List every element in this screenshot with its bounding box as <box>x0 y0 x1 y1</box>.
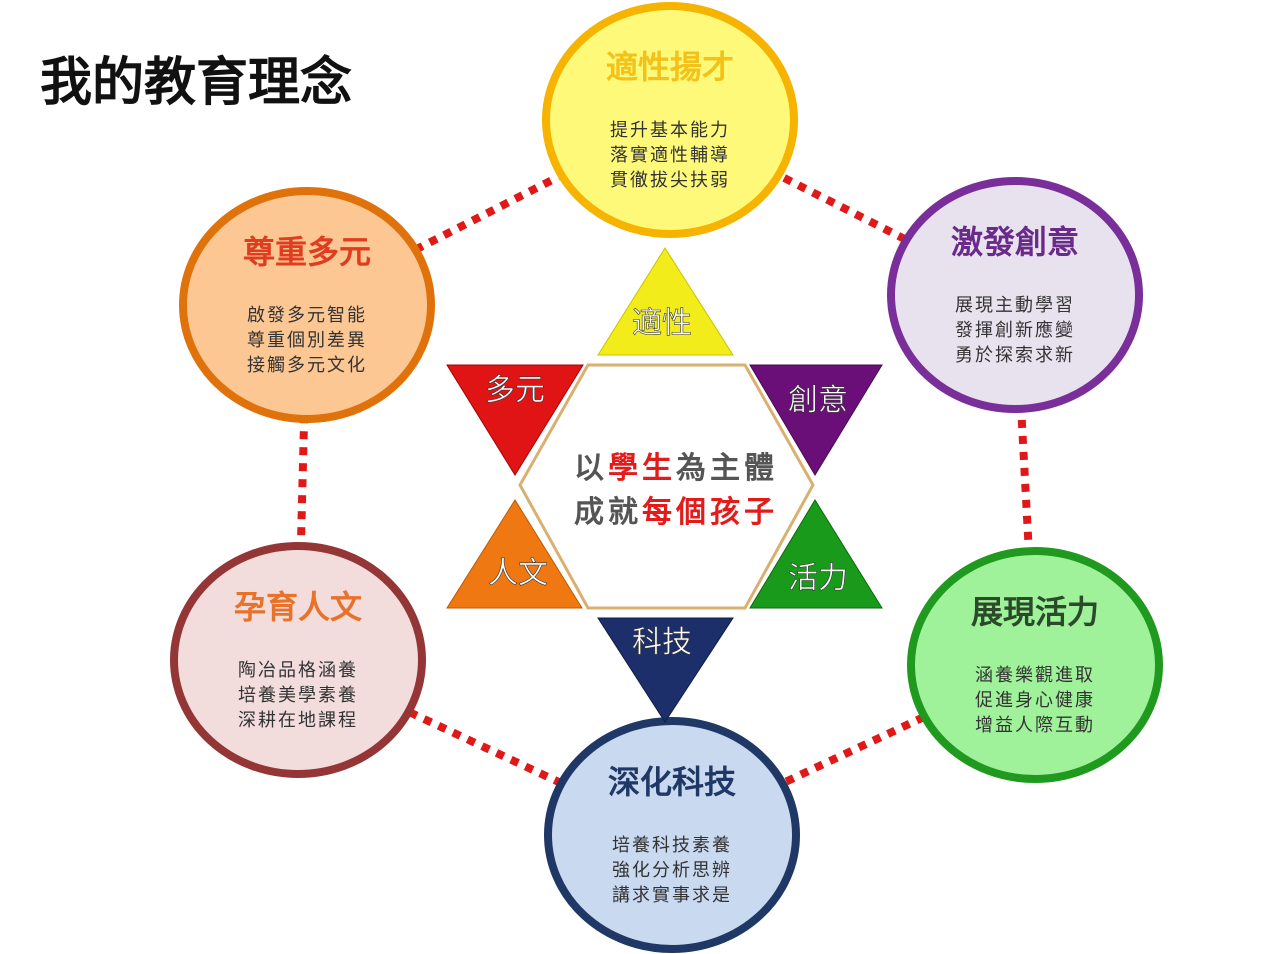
triangle-bottom <box>597 617 734 723</box>
circle-line: 勇於探索求新 <box>955 345 1075 366</box>
label-left-top: 多元 <box>485 373 545 408</box>
circle-title: 激發創意 <box>951 223 1079 261</box>
circle-line: 落實適性輔導 <box>610 145 730 166</box>
center-text-part: 學生 <box>608 451 676 486</box>
circle-line: 貫徹拔尖扶弱 <box>610 170 730 191</box>
page-title: 我的教育理念 <box>40 52 352 113</box>
center-text-part: 成就 <box>574 495 642 530</box>
label-top: 適性 <box>632 306 692 341</box>
center-line-2: 成就每個孩子 <box>574 495 778 530</box>
label-right-top: 創意 <box>788 383 848 418</box>
circle-title: 尊重多元 <box>243 233 371 271</box>
triangle-left-top <box>446 364 584 476</box>
triangle-top <box>597 247 734 356</box>
circle-3 <box>544 717 800 953</box>
triangle-left-bottom <box>446 499 583 609</box>
circle-line: 涵養樂觀進取 <box>975 665 1095 686</box>
triangle-right-bottom <box>749 499 883 609</box>
circle-0 <box>542 2 798 238</box>
circle-title: 孕育人文 <box>234 588 362 626</box>
circle-title: 適性揚才 <box>606 48 734 86</box>
circle-line: 接觸多元文化 <box>247 355 367 376</box>
circle-line: 啟發多元智能 <box>247 305 367 326</box>
circle-line: 發揮創新應變 <box>955 319 1075 341</box>
center-hexagon <box>518 363 815 610</box>
circle-line: 陶冶品格涵養 <box>238 660 358 681</box>
circle-line: 強化分析思辨 <box>612 860 732 881</box>
circle-title: 深化科技 <box>608 763 736 801</box>
circle-4 <box>170 542 426 778</box>
circle-1 <box>887 177 1143 413</box>
circle-2 <box>907 547 1163 783</box>
center-text-part: 為主體 <box>676 451 778 486</box>
circle-line: 增益人際互動 <box>975 715 1095 736</box>
circle-line: 培養美學素養 <box>238 685 358 706</box>
center-text-part: 以 <box>574 451 608 486</box>
label-left-bottom: 人文 <box>488 556 548 591</box>
circle-line: 講求實事求是 <box>612 885 732 906</box>
circle-line: 展現主動學習 <box>955 295 1075 316</box>
circle-5 <box>179 187 435 423</box>
circle-line: 培養科技素養 <box>612 835 732 856</box>
center-line-1: 以學生為主體 <box>574 451 778 486</box>
triangle-right-top <box>749 364 883 476</box>
circle-line: 促進身心健康 <box>975 690 1095 711</box>
circle-line: 提升基本能力 <box>610 120 730 141</box>
center-text-part: 每個孩子 <box>642 495 778 530</box>
circle-title: 展現活力 <box>971 593 1099 631</box>
circle-line: 尊重個別差異 <box>247 330 367 351</box>
label-right-bottom: 活力 <box>788 561 848 596</box>
label-bottom: 科技 <box>632 625 692 660</box>
circle-line: 深耕在地課程 <box>238 710 358 731</box>
